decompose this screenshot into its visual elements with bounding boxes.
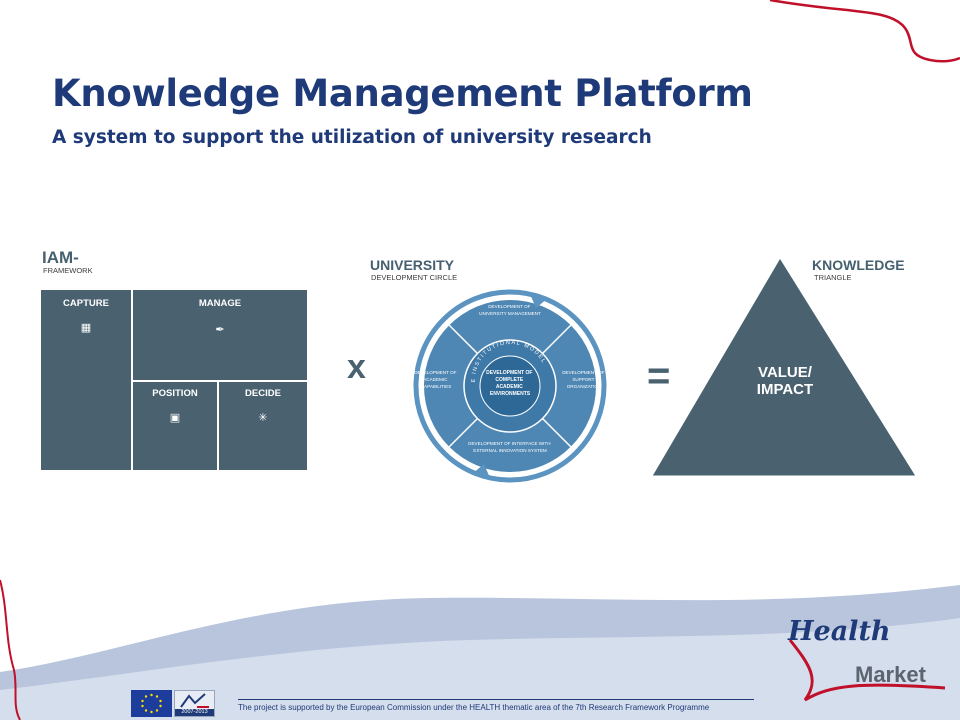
triangle-label: VALUE/ IMPACT xyxy=(730,364,840,398)
grid-icon: ▦ xyxy=(80,321,92,334)
eu-stars-icon xyxy=(141,693,162,714)
iam-position-label: POSITION xyxy=(152,388,198,399)
iam-box-position: POSITION ▣ xyxy=(132,381,218,471)
iam-capture-label: CAPTURE xyxy=(63,298,109,309)
eu-flag xyxy=(131,690,172,717)
health-market-logo xyxy=(788,639,946,702)
logo-health-text: Health xyxy=(788,616,891,647)
knowledge-triangle xyxy=(651,257,917,477)
university-title: UNIVERSITY xyxy=(370,257,455,273)
iam-title: IAM- xyxy=(42,248,79,267)
bottom-light-wave xyxy=(0,618,960,720)
multiply-sign: x xyxy=(347,348,366,386)
fp7-logo: 2007-2013 xyxy=(174,690,215,717)
segment-top-label: DEVELOPMENT OF UNIVERSITY MANAGEMENT xyxy=(479,304,541,316)
wrench-icon: ✒ xyxy=(215,323,225,336)
gear-icon: ✳ xyxy=(258,411,268,424)
knowledge-subtitle: TRIANGLE xyxy=(814,273,852,282)
logo-market-text: Market xyxy=(855,662,926,687)
top-red-swoosh xyxy=(769,0,960,63)
iam-box-capture: CAPTURE ▦ xyxy=(40,289,132,471)
circle-dividers xyxy=(448,324,572,448)
iam-subtitle: FRAMEWORK xyxy=(43,266,93,275)
slide-subtitle: A system to support the utilization of u… xyxy=(52,127,652,148)
footer-text: The project is supported by the European… xyxy=(238,703,710,712)
cycle-arrow-top xyxy=(530,294,548,308)
cycle-arrow-bottom xyxy=(472,464,490,478)
triangle-shape xyxy=(651,257,917,477)
iam-box-manage: MANAGE ✒ xyxy=(132,289,308,381)
iam-decide-label: DECIDE xyxy=(245,388,281,399)
university-circle: DEVELOPMENT OF THE INSTITUTIONAL MODEL D… xyxy=(400,284,607,483)
center-label: DEVELOPMENT OF COMPLETE ACADEMIC ENVIRON… xyxy=(486,370,534,397)
fp7-years: 2007-2013 xyxy=(175,709,214,716)
slide-title: Knowledge Management Platform xyxy=(52,72,753,115)
iam-box-decide: DECIDE ✳ xyxy=(218,381,308,471)
triangle-label-line2: IMPACT xyxy=(756,381,814,398)
iam-manage-label: MANAGE xyxy=(198,298,242,309)
circle-outer-ring xyxy=(413,289,607,483)
logo-red-curve xyxy=(788,639,946,702)
equals-sign: = xyxy=(647,354,671,398)
left-red-curve xyxy=(0,579,21,720)
triangle-label-line1: VALUE/ xyxy=(758,364,812,381)
segment-left-label: DEVELOPMENT OF ACADEMIC CAPABILITIES xyxy=(414,370,458,389)
iam-framework-grid: CAPTURE ▦ MANAGE ✒ POSITION ▣ DECIDE ✳ xyxy=(40,289,308,471)
knowledge-title: KNOWLEDGE xyxy=(812,257,905,273)
segment-right-label: DEVELOPMENT OF SUPPORT ORGANIZATION xyxy=(562,370,606,389)
segment-bottom-label: DEVELOPMENT OF INTERFACE WITH EXTERNAL I… xyxy=(468,441,552,453)
circle-center xyxy=(479,355,541,417)
university-subtitle: DEVELOPMENT CIRCLE xyxy=(371,273,458,282)
position-icon: ▣ xyxy=(169,411,181,424)
fp7-mark-icon xyxy=(180,693,209,708)
footer-rule xyxy=(238,699,754,700)
